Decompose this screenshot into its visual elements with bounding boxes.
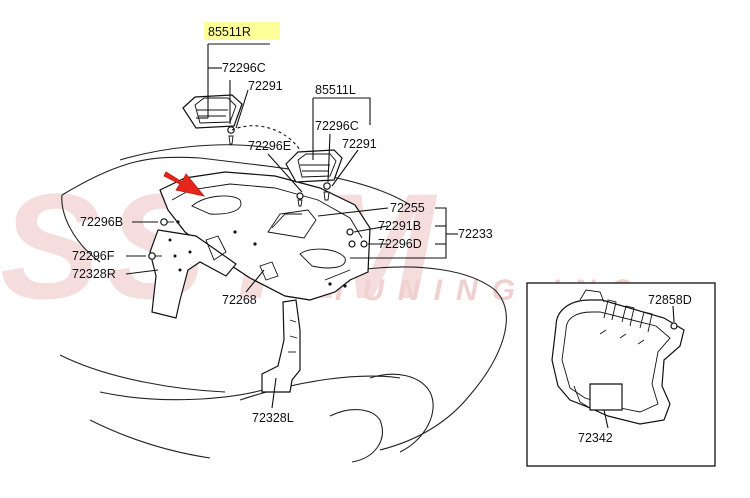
inset-detail-box <box>526 282 716 467</box>
label-72233: 72233 <box>458 227 493 241</box>
label-72296B: 72296B <box>80 215 123 229</box>
label-72291-mid: 72291 <box>342 137 377 151</box>
label-72296C-top: 72296C <box>222 61 266 75</box>
label-72328L: 72328L <box>252 411 294 425</box>
fasteners <box>148 192 368 260</box>
label-72328R: 72328R <box>72 267 116 281</box>
part-labels: 85511R 72296C 72291 85511L 72296C 72291 … <box>72 25 692 445</box>
trim-72328R <box>149 229 279 319</box>
label-85511L: 85511L <box>315 83 356 97</box>
highlight-85511R <box>204 22 280 40</box>
label-72291-top: 72291 <box>248 79 283 93</box>
label-72296E: 72296E <box>248 139 291 153</box>
label-72342: 72342 <box>578 431 613 445</box>
label-72255: 72255 <box>390 201 425 215</box>
label-72296C-mid: 72296C <box>315 119 359 133</box>
speaker-grill-85511R <box>182 94 243 145</box>
rear-shelf-panel <box>159 171 371 301</box>
label-72296D: 72296D <box>378 237 422 251</box>
label-72291B: 72291B <box>378 219 421 233</box>
car-body-outline <box>59 144 507 463</box>
label-72858D: 72858D <box>648 293 692 307</box>
label-72268: 72268 <box>222 293 257 307</box>
label-85511R: 85511R <box>208 25 251 39</box>
red-pointer-arrow-icon <box>163 171 206 197</box>
trim-72328L <box>261 299 301 393</box>
label-72296F: 72296F <box>72 249 115 263</box>
leader-lines <box>125 43 458 409</box>
